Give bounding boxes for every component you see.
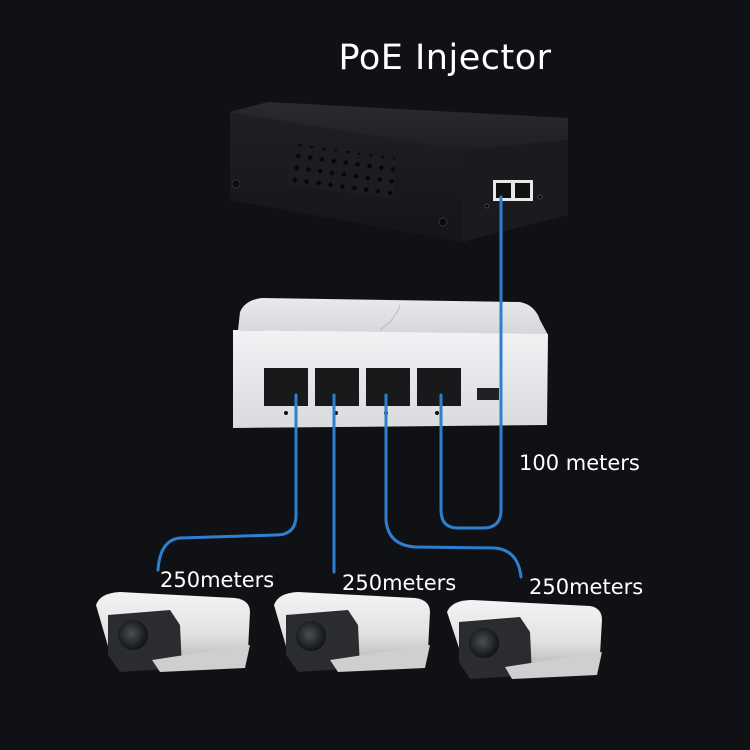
switch-port-4: [417, 368, 461, 406]
switch-ports: [264, 368, 499, 406]
led-icon: [435, 411, 439, 415]
camera-1: [96, 592, 250, 672]
camera-lens-icon: [469, 628, 499, 658]
diagram-title: PoE Injector: [338, 38, 552, 78]
poe-extender-switch-device: [233, 298, 548, 428]
link-label-camera-2: 250meters: [342, 571, 457, 595]
cable-injector-to-switch: [439, 195, 503, 530]
pwr-led-icon: [537, 194, 543, 200]
injector-port-poe-out: [496, 183, 511, 198]
poe-injector-device: [230, 102, 568, 242]
poe-led-icon: [484, 203, 490, 209]
camera-lens-icon: [118, 620, 148, 650]
dc-power-port: [477, 388, 499, 400]
led-icon: [284, 411, 288, 415]
cables: [156, 195, 523, 579]
link-label-camera-1: 250meters: [160, 568, 275, 592]
camera-3: [447, 600, 602, 679]
link-label-injector-switch: 100 meters: [519, 451, 640, 475]
injector-port-lan-in: [515, 183, 530, 198]
link-label-camera-3: 250meters: [529, 575, 644, 599]
vent-grille: [288, 143, 395, 198]
switch-port-1: [264, 368, 308, 406]
camera-lens-icon: [296, 621, 326, 651]
cable-port3-to-camera3: [384, 393, 523, 579]
switch-port-3: [366, 368, 410, 406]
screw-icon: [438, 217, 448, 227]
cable-port1-to-camera1: [156, 393, 298, 572]
camera-2: [274, 592, 430, 672]
switch-port-2: [315, 368, 359, 406]
screw-icon: [231, 179, 241, 189]
